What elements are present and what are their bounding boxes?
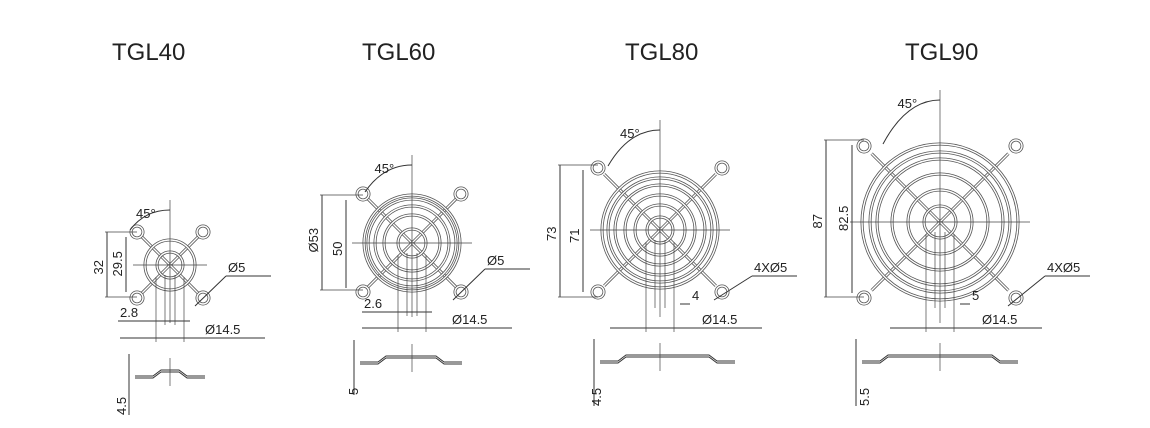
center-diameter-dimension: Ø14.5	[452, 312, 487, 327]
mount-hole-loop-inner	[196, 291, 210, 305]
wire-arm-inner	[367, 242, 413, 288]
center-diameter-dimension: Ø14.5	[982, 312, 1017, 327]
angle-arc	[882, 99, 941, 145]
hole-spacing-dimension: 50	[330, 242, 345, 256]
model-title: TGL90	[905, 39, 978, 66]
thickness-dimension: 4.5	[589, 388, 604, 406]
hole-diameter-dimension: 4XØ5	[1047, 260, 1080, 275]
mount-hole-loop-inner	[715, 161, 729, 175]
hole-spacing-dimension: 82.5	[836, 206, 851, 231]
leader-line	[194, 275, 227, 307]
side-profile	[360, 355, 462, 363]
angle-arc	[607, 129, 661, 167]
outer-dimension: 73	[544, 227, 559, 241]
mount-hole-loop-inner	[591, 161, 605, 175]
center-diameter-dimension: Ø14.5	[702, 312, 737, 327]
wire-arm-inner	[411, 242, 457, 288]
mount-hole-loop-inner	[356, 187, 370, 201]
bar-gap-dimension: 4	[692, 288, 699, 303]
bar-gap-dimension: 5	[972, 288, 979, 303]
wire-arm-inner	[169, 234, 201, 266]
side-profile	[600, 354, 735, 362]
angle-dimension: 45°	[136, 206, 156, 221]
mount-hole-loop-inner	[1009, 139, 1023, 153]
model-title: TGL80	[625, 39, 698, 66]
mount-hole-loop-inner	[857, 139, 871, 153]
wire-arm-inner	[367, 198, 413, 244]
mount-hole-loop-inner	[454, 187, 468, 201]
angle-dimension: 45°	[620, 126, 640, 141]
leader-line	[713, 275, 753, 301]
wire-arm-inner	[139, 234, 171, 266]
mount-hole-loop-inner	[356, 285, 370, 299]
model-title: TGL40	[112, 39, 185, 66]
wire-arm-inner	[139, 264, 171, 296]
hole-spacing-dimension: 71	[567, 229, 582, 243]
mount-hole-loop-inner	[591, 285, 605, 299]
model-title: TGL60	[362, 39, 435, 66]
angle-dimension: 45°	[898, 96, 918, 111]
hole-diameter-dimension: Ø5	[228, 260, 245, 275]
hole-diameter-dimension: Ø5	[487, 253, 504, 268]
side-profile	[360, 357, 462, 365]
angle-arc	[129, 209, 171, 231]
outer-dimension: 32	[91, 260, 106, 274]
hole-diameter-dimension: 4XØ5	[754, 260, 787, 275]
outer-dimension: 87	[810, 214, 825, 228]
leader-line	[452, 268, 486, 301]
side-profile	[600, 356, 735, 364]
thickness-dimension: 4.5	[114, 397, 129, 415]
mount-hole-loop-inner	[715, 285, 729, 299]
wire-arm-inner	[169, 264, 201, 296]
angle-dimension: 45°	[375, 161, 395, 176]
center-diameter-dimension: Ø14.5	[205, 322, 240, 337]
mount-hole-loop-inner	[454, 285, 468, 299]
thickness-dimension: 5.5	[857, 388, 872, 406]
bar-gap-dimension: 2.8	[120, 305, 138, 320]
bar-gap-dimension: 2.6	[364, 296, 382, 311]
mount-hole-loop-inner	[1009, 291, 1023, 305]
leader-line	[1007, 275, 1046, 307]
mount-hole-loop-inner	[857, 291, 871, 305]
angle-arc	[364, 164, 413, 193]
thickness-dimension: 5	[346, 388, 361, 395]
mount-hole-loop-inner	[196, 225, 210, 239]
outer-dimension: Ø53	[306, 228, 321, 253]
hole-spacing-dimension: 29.5	[110, 251, 125, 276]
mount-hole-loop-inner	[130, 291, 144, 305]
wire-arm-inner	[411, 198, 457, 244]
